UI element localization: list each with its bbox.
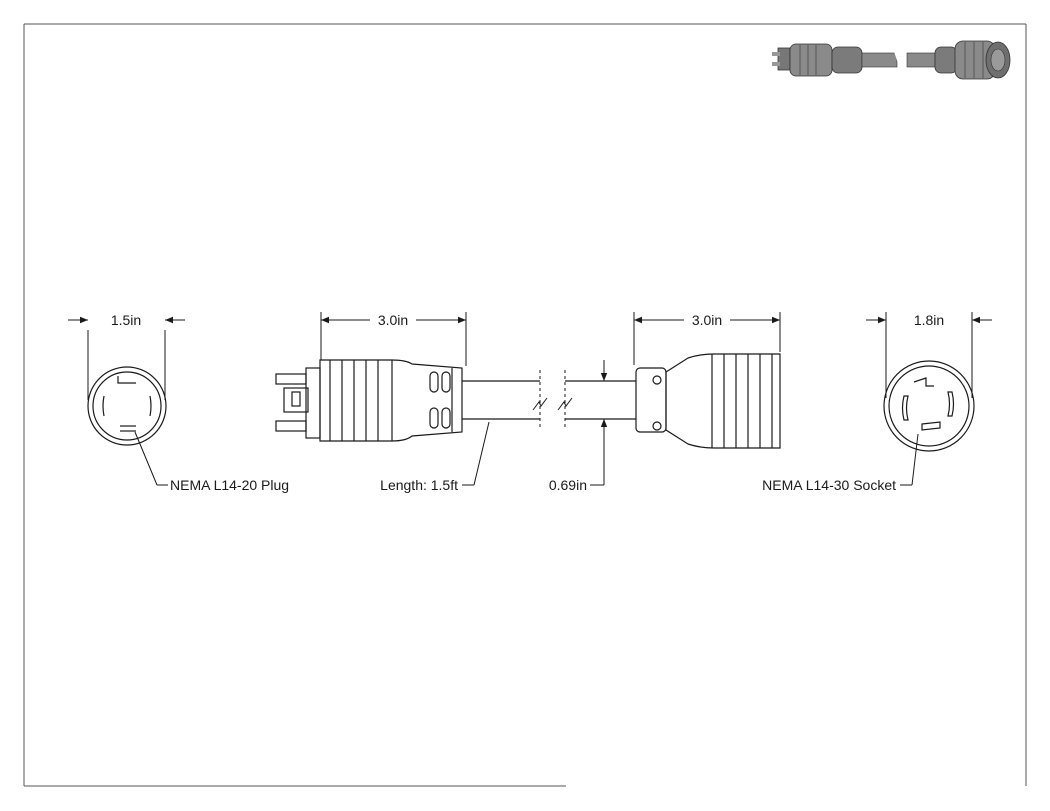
sheet-border [23, 23, 1027, 787]
socket-length-dimension [633, 312, 781, 365]
plug-callout: NEMA L14-20 Plug [170, 477, 289, 493]
plug-face-dimension-label: 1.5in [111, 312, 141, 328]
plug-length-dimension [320, 312, 467, 366]
socket-callout: NEMA L14-30 Socket [762, 477, 896, 493]
cable-diameter-dimension [590, 360, 608, 486]
socket-length-label: 3.0in [692, 312, 722, 328]
plug-face-dimension [68, 316, 185, 400]
plug-face-view [87, 366, 167, 446]
cable [462, 380, 636, 420]
plug-side-view [275, 359, 463, 442]
socket-face-view [883, 360, 975, 452]
socket-side-view [635, 353, 781, 449]
socket-leader [900, 433, 919, 486]
cable-diameter-callout: 0.69in [549, 477, 587, 493]
cable-length-callout: Length: 1.5ft [380, 477, 458, 493]
cable-break-icon [532, 370, 573, 430]
socket-face-dimension [866, 312, 992, 398]
plug-leader [134, 431, 168, 486]
cable-length-leader [462, 421, 490, 486]
socket-face-dimension-label: 1.8in [914, 312, 944, 328]
plug-length-label: 3.0in [378, 312, 408, 328]
cable-assembly-thumbnail-icon [772, 40, 1011, 80]
